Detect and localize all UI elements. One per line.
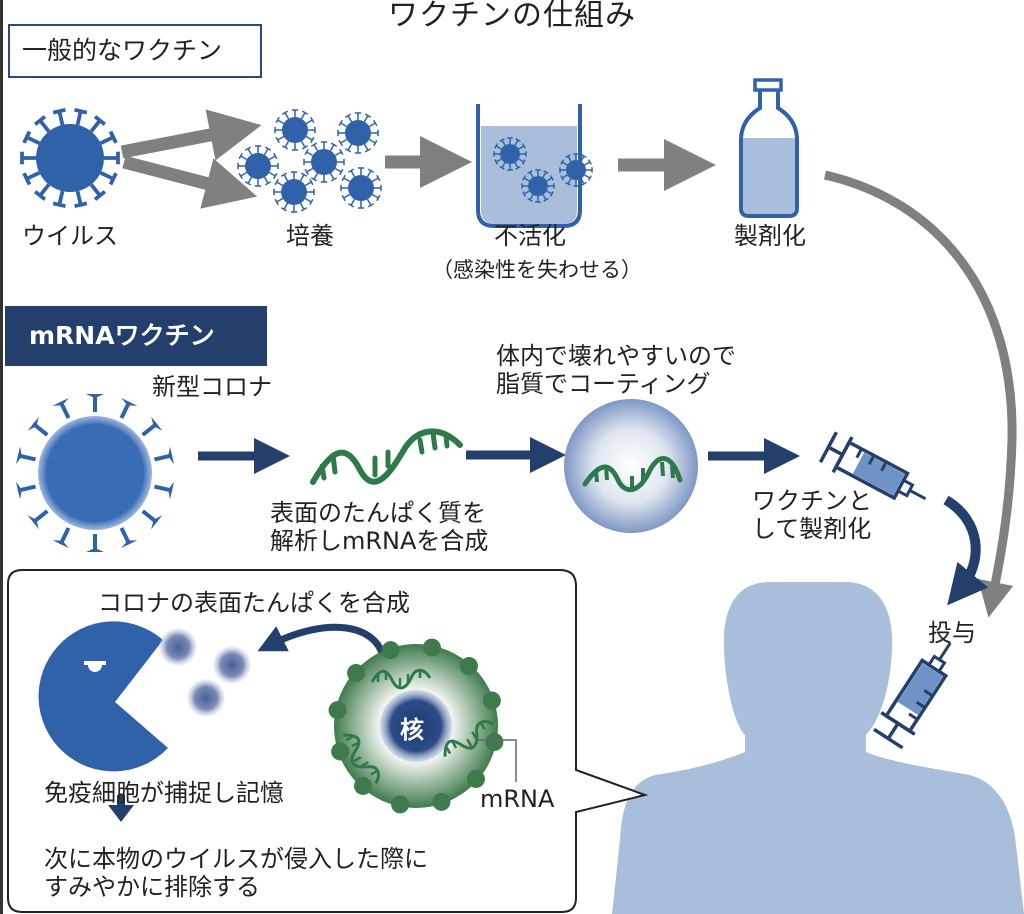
arrow-virus-to-culture-upper <box>120 109 262 161</box>
surface-protein-particles <box>159 628 251 717</box>
section-heading-conventional: 一般的なワクチン <box>8 24 262 78</box>
virus-icon <box>20 107 120 209</box>
step-label-lipid-coating-line1: 体内で壊れやすいので <box>496 342 736 370</box>
step-label-vaccine-formulation-line2: して製剤化 <box>752 514 872 543</box>
step-note-inactivation: （感染性を失わせる） <box>432 258 642 282</box>
cultured-viruses-icon <box>237 109 382 213</box>
cultured-virus <box>237 145 279 187</box>
step-label-culture: 培養 <box>286 222 334 250</box>
coronavirus-icon <box>15 394 175 552</box>
administration-label: 投与 <box>928 619 976 647</box>
step-label-lipid-coating: 体内で壊れやすいので 脂質でコーティング <box>496 342 736 398</box>
cultured-virus <box>274 109 316 151</box>
syringe-icon <box>818 431 927 501</box>
inactivated-virus <box>493 137 527 171</box>
arrow-conventional-to-administration <box>823 170 1017 618</box>
section-heading-mrna: mRNAワクチン <box>5 306 267 366</box>
step-label-vaccine-formulation-line1: ワクチンと <box>752 487 872 515</box>
immune-memory-label: 免疫細胞が捕捉し記憶 <box>44 779 284 807</box>
step-label-virus: ウイルス <box>22 222 118 250</box>
inactivated-virus <box>559 153 593 187</box>
protein-synthesis-label: コロナの表面たんぱくを合成 <box>98 589 410 617</box>
cultured-virus <box>303 141 345 183</box>
nucleus-label: 核 <box>400 716 424 744</box>
step-label-mrna-synthesis: 表面のたんぱく質を 解析しmRNAを合成 <box>270 499 489 555</box>
body-cell-icon <box>328 638 504 814</box>
mrna-in-cell <box>370 668 432 690</box>
mrna-in-cell <box>443 720 494 757</box>
step-label-mrna-synthesis-line1: 表面のたんぱく質を <box>270 499 486 527</box>
step-label-formulation: 製剤化 <box>734 222 806 250</box>
arrow-mrna-to-administration <box>943 495 989 606</box>
arrow-virus-to-culture-lower <box>122 155 258 209</box>
cultured-virus <box>273 171 315 213</box>
mrna-label: mRNA <box>480 785 555 813</box>
lipid-nanoparticle-icon <box>564 399 698 533</box>
virus-body <box>20 107 120 209</box>
step-label-lipid-coating-line2: 脂質でコーティング <box>496 369 711 398</box>
cultured-virus <box>337 112 379 154</box>
arrow-cell-to-proteins <box>257 623 388 661</box>
inactivated-virus <box>521 169 555 203</box>
beaker-icon <box>476 104 593 228</box>
injection-syringe-icon <box>873 642 952 750</box>
mrna-leader-line <box>478 739 517 782</box>
step-label-inactivation: 不活化 <box>494 222 566 250</box>
human-body-silhouette <box>612 582 1024 914</box>
mrna-in-cell <box>343 733 380 784</box>
bottle-icon <box>739 78 799 218</box>
down-arrow-icon <box>108 795 134 822</box>
cultured-virus <box>340 167 382 209</box>
step-label-coronavirus: 新型コロナ <box>152 373 272 401</box>
immune-cell-icon <box>38 621 168 772</box>
step-label-mrna-synthesis-line2: 解析しmRNAを合成 <box>270 526 489 555</box>
left-border <box>0 0 3 914</box>
step-label-vaccine-formulation: ワクチンと して製剤化 <box>752 487 872 543</box>
result-label-line1: 次に本物のウイルスが侵入した際に <box>44 845 428 873</box>
mrna-strand-icon <box>310 428 463 485</box>
diagram-title: ワクチンの仕組み <box>388 0 636 33</box>
result-label-line2: すみやかに排除する <box>44 872 260 901</box>
result-label: 次に本物のウイルスが侵入した際に すみやかに排除する <box>44 845 428 901</box>
